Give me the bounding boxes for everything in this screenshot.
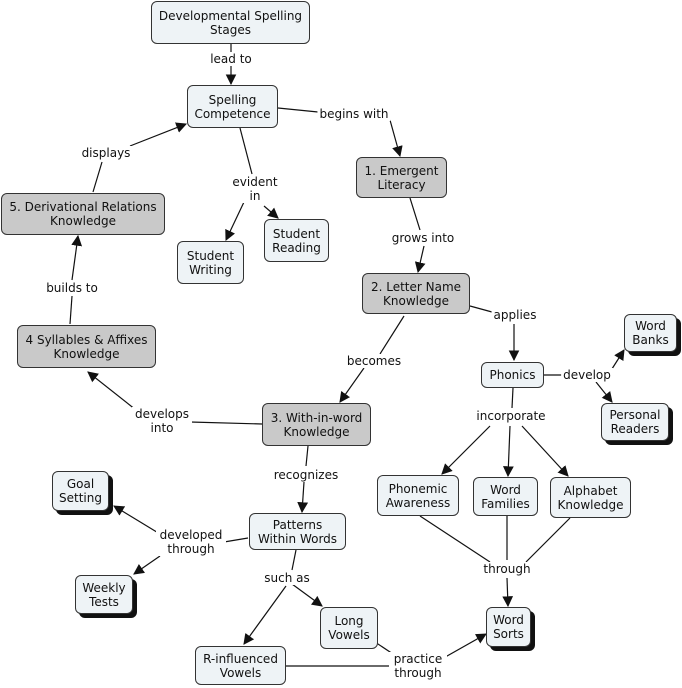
concept-patterns-within-words[interactable]: Patterns Within Words xyxy=(249,513,346,550)
link-develop: develop xyxy=(561,368,613,382)
concept-emergent-literacy[interactable]: 1. Emergent Literacy xyxy=(356,157,447,198)
concept-syllables-affixes[interactable]: 4 Syllables & Affixes Knowledge xyxy=(17,325,156,368)
link-through: through xyxy=(481,562,533,576)
link-displays: displays xyxy=(79,146,133,160)
concept-goal-setting[interactable]: Goal Setting xyxy=(52,471,109,511)
concept-spelling-competence[interactable]: Spelling Competence xyxy=(187,85,278,128)
link-lead-to: lead to xyxy=(208,52,254,66)
concept-phonemic-awareness[interactable]: Phonemic Awareness xyxy=(377,475,459,516)
concept-within-word-knowledge[interactable]: 3. With-in-word Knowledge xyxy=(262,403,371,446)
concept-developmental-spelling-stages[interactable]: Developmental Spelling Stages xyxy=(151,1,310,44)
concept-r-influenced-vowels[interactable]: R-influenced Vowels xyxy=(195,646,286,685)
link-practice-through: practice through xyxy=(389,652,447,680)
link-applies: applies xyxy=(491,308,539,322)
link-developed-through: developed through xyxy=(156,528,226,556)
link-builds-to: builds to xyxy=(44,281,100,295)
concept-derivational-relations[interactable]: 5. Derivational Relations Knowledge xyxy=(1,193,165,235)
concept-alphabet-knowledge[interactable]: Alphabet Knowledge xyxy=(550,477,631,518)
link-becomes: becomes xyxy=(344,354,404,368)
link-begins-with: begins with xyxy=(317,107,391,121)
link-incorporate: incorporate xyxy=(474,409,548,423)
link-recognizes: recognizes xyxy=(271,468,341,482)
concept-phonics[interactable]: Phonics xyxy=(481,362,544,388)
concept-student-reading[interactable]: Student Reading xyxy=(264,219,329,262)
concept-weekly-tests[interactable]: Weekly Tests xyxy=(75,575,133,614)
concept-letter-name-knowledge[interactable]: 2. Letter Name Knowledge xyxy=(362,273,470,314)
link-grows-into: grows into xyxy=(389,231,457,245)
link-such-as: such as xyxy=(262,571,312,585)
concept-word-banks[interactable]: Word Banks xyxy=(624,314,677,352)
concept-student-writing[interactable]: Student Writing xyxy=(177,241,244,284)
link-develops-into: develops into xyxy=(132,407,192,435)
link-evident-in: evident in xyxy=(230,175,280,203)
concept-word-families[interactable]: Word Families xyxy=(473,477,538,516)
concept-word-sorts[interactable]: Word Sorts xyxy=(486,607,531,647)
concept-long-vowels[interactable]: Long Vowels xyxy=(320,607,378,649)
concept-personal-readers[interactable]: Personal Readers xyxy=(601,403,669,441)
